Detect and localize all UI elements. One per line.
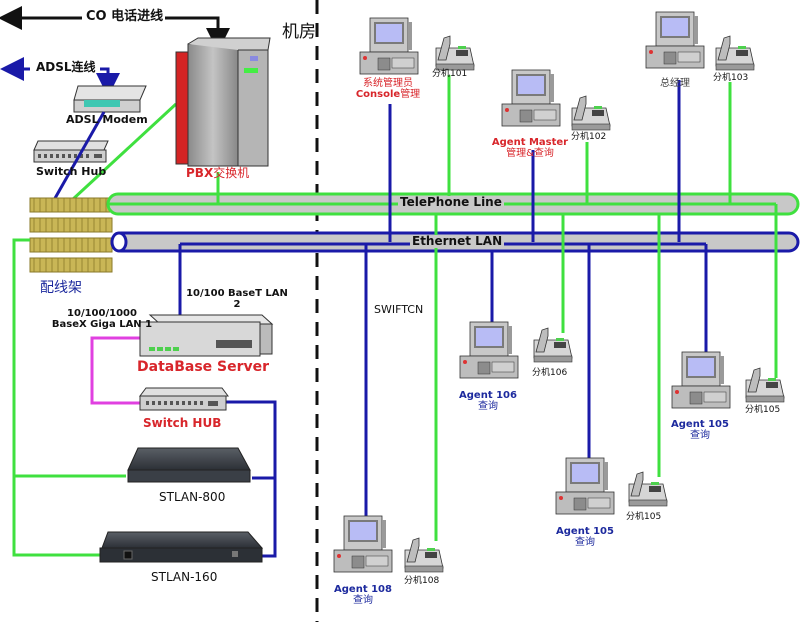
co-line-label: CO 电话进线 xyxy=(84,9,166,25)
phone-108 xyxy=(404,537,444,573)
telephone-line-label: TelePhone Line xyxy=(398,195,504,210)
stlan-160-label: STLAN-160 xyxy=(151,570,218,584)
agent-108-line1: Agent 108 xyxy=(334,584,392,595)
agent-108-line2: 查询 xyxy=(353,595,373,606)
agent-108-pc xyxy=(333,515,393,573)
general-manager-pc xyxy=(645,11,705,69)
pbx-label-prefix: PBX xyxy=(186,166,214,180)
agent-105-center-label: Agent 105 查询 xyxy=(556,526,614,548)
db-lan2-line2: 2 xyxy=(233,299,241,310)
ext-105-center-label: 分机105 xyxy=(626,512,662,522)
console-label: 系统管理员 Console管理 xyxy=(356,78,420,100)
phone-101 xyxy=(435,35,475,71)
switch-hub-bottom-device xyxy=(139,387,229,411)
adsl-modem-device xyxy=(73,85,147,113)
console-line2-rest: 管理 xyxy=(400,89,421,100)
phone-103 xyxy=(715,35,755,71)
agent-105-right-line2: 查询 xyxy=(690,430,710,441)
agent-master-line1: Agent Master xyxy=(491,137,569,148)
adsl-modem-label: ADSL Modem xyxy=(66,113,148,126)
phone-102 xyxy=(571,95,611,131)
database-server-label: DataBase Server xyxy=(137,359,270,375)
database-server-device xyxy=(139,314,274,357)
console-line2-bold: Console xyxy=(355,89,401,100)
db-lan1-line1: 10/100/1000 xyxy=(67,308,137,319)
phone-105-right xyxy=(745,367,785,403)
phone-105-center xyxy=(628,471,668,507)
adsl-to-modem xyxy=(96,67,120,97)
ext-105-right-label: 分机105 xyxy=(745,405,781,415)
agent-106-line2: 查询 xyxy=(478,401,498,412)
pbx-label-suffix: 交换机 xyxy=(213,166,250,180)
phone-106 xyxy=(533,327,573,363)
ext-103-label: 分机103 xyxy=(713,73,749,83)
agent-master-line2: 管理&查询 xyxy=(506,148,554,159)
adsl-line-label: ADSL连线 xyxy=(36,60,96,75)
agent-108-label: Agent 108 查询 xyxy=(334,584,392,606)
agent-105-center-line1: Agent 105 xyxy=(556,526,614,537)
patch-panel-label: 配线架 xyxy=(40,280,82,296)
switch-hub-top-label: Switch Hub xyxy=(36,165,107,178)
agent-105-right-line1: Agent 105 xyxy=(671,419,729,430)
ext-102-label: 分机102 xyxy=(571,132,607,142)
console-pc xyxy=(359,17,419,75)
agent-master-pc xyxy=(501,69,561,127)
watermark-text: SWIFTCN xyxy=(374,303,424,316)
agent-105-right-pc xyxy=(671,351,731,409)
agent-106-pc xyxy=(459,321,519,379)
machine-room-label: 机房 xyxy=(282,22,316,42)
switch-hub-top-device xyxy=(33,140,109,163)
console-line1: 系统管理员 xyxy=(363,78,413,89)
stlan-160-device xyxy=(99,531,264,563)
ext-108-label: 分机108 xyxy=(404,576,440,586)
ethernet-lan-label: Ethernet LAN xyxy=(410,234,505,249)
pbx-label: PBX交换机 xyxy=(186,166,250,180)
db-lan2-line1: 10/100 BaseT LAN xyxy=(186,288,288,299)
agent-106-line1: Agent 106 xyxy=(459,390,517,401)
stlan-800-device xyxy=(127,447,251,483)
agent-105-center-pc xyxy=(555,457,615,515)
switch-hub-bottom-label: Switch HUB xyxy=(143,416,222,430)
general-manager-label: 总经理 xyxy=(660,78,690,89)
ext-106-label: 分机106 xyxy=(532,368,568,378)
agent-master-label: Agent Master 管理&查询 xyxy=(492,137,568,159)
stlan-800-label: STLAN-800 xyxy=(159,490,226,504)
ext-101-label: 分机101 xyxy=(432,69,468,79)
co-line-to-pbx xyxy=(163,16,230,52)
db-lan1-line2: BaseX Giga LAN 1 xyxy=(51,319,153,330)
agent-105-right-label: Agent 105 查询 xyxy=(671,419,729,441)
agent-106-label: Agent 106 查询 xyxy=(459,390,517,412)
pbx-cabinet xyxy=(175,37,271,167)
agent-105-center-line2: 查询 xyxy=(575,537,595,548)
